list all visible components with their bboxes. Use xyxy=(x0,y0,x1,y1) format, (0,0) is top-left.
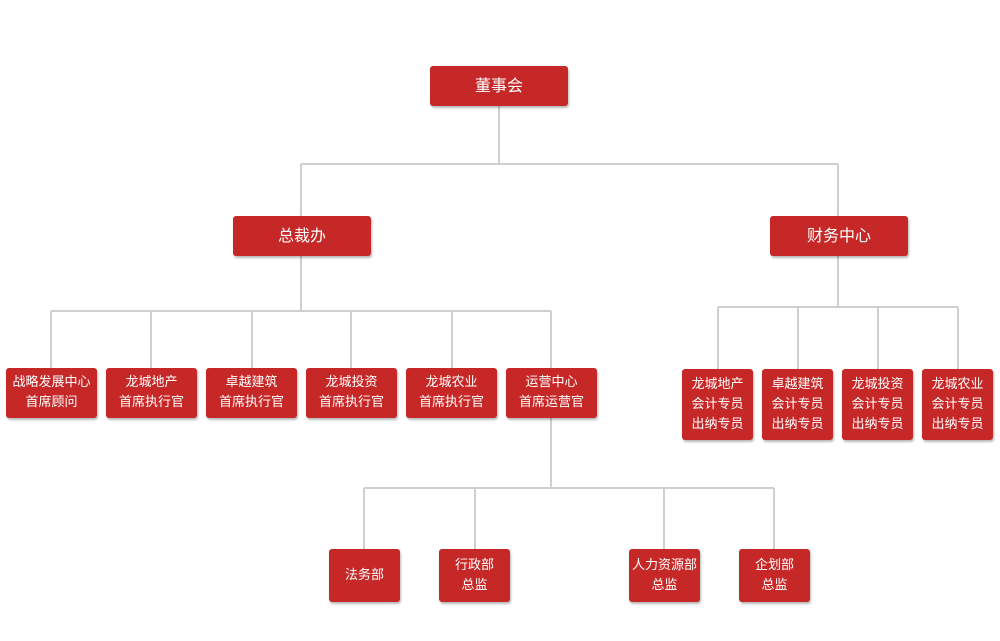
node-line: 首席执行官 xyxy=(418,395,484,410)
zhuoyue-construction-node[interactable]: 卓越建筑 首席执行官 xyxy=(206,368,297,418)
node-line: 运营中心 xyxy=(525,375,578,390)
finance-longcheng-investment-node[interactable]: 龙城投资 会计专员 出纳专员 xyxy=(842,369,913,440)
operations-center-node[interactable]: 运营中心 首席运营官 xyxy=(506,368,597,418)
node-line: 会计专员 xyxy=(691,396,744,412)
node-line: 龙城地产 xyxy=(125,375,178,390)
node-line: 会计专员 xyxy=(771,396,824,412)
planning-dept-node[interactable]: 企划部 总监 xyxy=(739,549,810,602)
node-line: 出纳专员 xyxy=(691,416,744,432)
node-line: 总监 xyxy=(651,577,678,593)
node-line: 行政部 xyxy=(454,557,494,573)
strategy-center-node[interactable]: 战略发展中心 首席顾问 xyxy=(6,368,97,418)
hr-dept-node[interactable]: 人力资源部 总监 xyxy=(629,549,700,602)
node-line: 法务部 xyxy=(344,567,384,583)
node-line: 首席执行官 xyxy=(118,395,184,410)
longcheng-investment-node[interactable]: 龙城投资 首席执行官 xyxy=(306,368,397,418)
longcheng-realestate-node[interactable]: 龙城地产 首席执行官 xyxy=(106,368,197,418)
node-line: 企划部 xyxy=(754,557,794,573)
admin-dept-node[interactable]: 行政部 总监 xyxy=(439,549,510,602)
board-node[interactable]: 董事会 xyxy=(430,66,568,106)
node-line: 卓越建筑 xyxy=(771,376,824,392)
node-line: 龙城投资 xyxy=(851,376,904,392)
board-label: 董事会 xyxy=(474,76,523,95)
node-line: 首席顾问 xyxy=(25,395,78,410)
node-line: 出纳专员 xyxy=(851,416,904,432)
node-line: 首席执行官 xyxy=(318,395,384,410)
node-line: 总监 xyxy=(461,577,488,593)
finance-zhuoyue-construction-node[interactable]: 卓越建筑 会计专员 出纳专员 xyxy=(762,369,833,440)
node-line: 龙城地产 xyxy=(691,376,744,392)
finance-longcheng-agriculture-node[interactable]: 龙城农业 会计专员 出纳专员 xyxy=(922,369,993,440)
node-line: 龙城农业 xyxy=(425,375,478,390)
finance-longcheng-realestate-node[interactable]: 龙城地产 会计专员 出纳专员 xyxy=(682,369,753,440)
finance-center-label: 财务中心 xyxy=(806,226,871,245)
node-line: 总监 xyxy=(761,577,788,593)
node-line: 龙城投资 xyxy=(325,375,378,390)
node-line: 出纳专员 xyxy=(931,416,984,432)
node-line: 人力资源部 xyxy=(631,557,697,573)
node-line: 战略发展中心 xyxy=(12,375,91,390)
node-line: 会计专员 xyxy=(931,396,984,412)
node-line: 首席执行官 xyxy=(218,395,284,410)
node-line: 卓越建筑 xyxy=(225,375,278,390)
node-line: 首席运营官 xyxy=(518,395,584,410)
node-line: 龙城农业 xyxy=(931,376,984,392)
node-line: 会计专员 xyxy=(851,396,904,412)
legal-dept-node[interactable]: 法务部 xyxy=(329,549,400,602)
ceo-office-label: 总裁办 xyxy=(277,226,326,245)
longcheng-agriculture-node[interactable]: 龙城农业 首席执行官 xyxy=(406,368,497,418)
ceo-office-node[interactable]: 总裁办 xyxy=(233,216,371,256)
node-line: 出纳专员 xyxy=(771,416,824,432)
finance-center-node[interactable]: 财务中心 xyxy=(770,216,908,256)
